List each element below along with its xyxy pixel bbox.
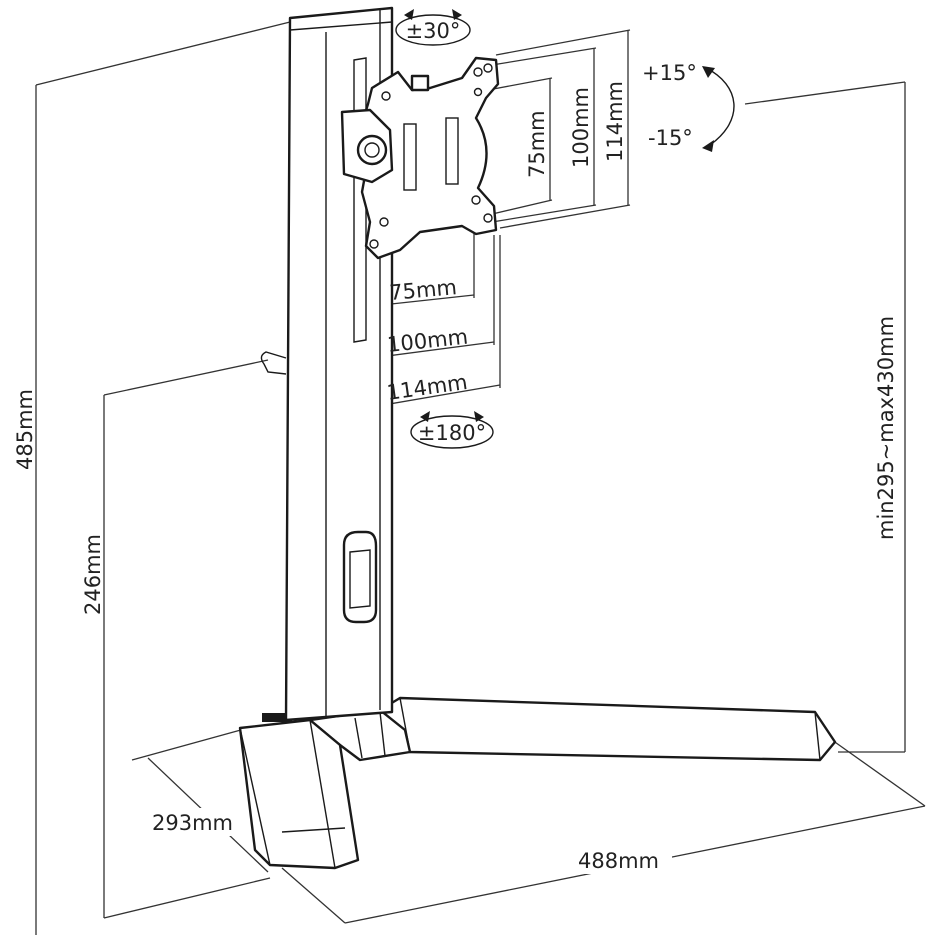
- vesa-h114-label: 114mm: [385, 370, 469, 405]
- tension-knob: [410, 74, 430, 92]
- vesa-hole: [473, 67, 483, 77]
- vesa-v114-top-ext: [495, 29, 631, 56]
- pivot-joint: [356, 134, 388, 166]
- adjust-range-label: min295~max430mm: [874, 316, 898, 540]
- plate-slot-left: [403, 123, 417, 191]
- rotate-label: ±180°: [418, 421, 486, 445]
- vesa-hole: [483, 63, 493, 73]
- adjust-range-top-ext: [744, 81, 906, 105]
- base-width-label: 488mm: [578, 849, 659, 873]
- pole-height-top-ext: [103, 359, 269, 396]
- base-depth-label: 293mm: [152, 811, 233, 835]
- vesa-v100-top-ext: [491, 47, 597, 66]
- depth-top-ext: [131, 727, 249, 761]
- swivel-indicator: [395, 9, 471, 46]
- vesa-plate: [340, 56, 500, 260]
- vesa-v100-bottom-ext: [491, 204, 597, 223]
- vesa-v75-label: 75mm: [525, 110, 549, 178]
- pole-height-label: 246mm: [81, 534, 105, 615]
- tilt-up-label: +15°: [642, 61, 697, 85]
- total-height-top-ext: [35, 21, 291, 86]
- pole-height-bottom-ext: [103, 877, 271, 919]
- vesa-hole: [483, 213, 493, 223]
- pole-slot: [353, 57, 367, 343]
- vesa-hole: [381, 91, 391, 101]
- dimension-lines: [35, 21, 926, 935]
- vesa-v114-label: 114mm: [603, 81, 627, 162]
- base-trim: [262, 713, 292, 722]
- mounting-plate: [358, 56, 500, 260]
- vesa-hole: [473, 87, 483, 97]
- vesa-v75-top-ext: [487, 77, 553, 91]
- vesa-hole: [379, 217, 389, 227]
- rotate-indicator: [410, 411, 494, 449]
- stand-base: [238, 696, 837, 870]
- width-right-ext: [831, 739, 926, 807]
- right-leg: [378, 696, 837, 762]
- vesa-h75-label: 75mm: [388, 275, 457, 305]
- vesa-h100-label: 100mm: [386, 325, 469, 357]
- vesa-h75-line: [381, 294, 475, 306]
- vesa-v114-bottom-ext: [499, 204, 631, 229]
- tilt-indicator: [702, 66, 735, 152]
- plate-slot-right: [445, 117, 459, 185]
- labels: ±30° ±180° +15° -15° 75mm 100mm 114mm 75…: [13, 19, 898, 874]
- tilt-down-label: -15°: [648, 126, 693, 150]
- width-left-ext: [281, 867, 346, 924]
- cable-management-hole: [342, 530, 378, 624]
- swivel-label: ±30°: [406, 19, 461, 43]
- total-height-label: 485mm: [13, 389, 37, 470]
- vesa-v100-label: 100mm: [569, 87, 593, 168]
- height-knob: [260, 351, 287, 375]
- vesa-v75-bottom-ext: [487, 199, 553, 216]
- vesa-hole: [471, 195, 481, 205]
- vesa-hole: [369, 239, 379, 249]
